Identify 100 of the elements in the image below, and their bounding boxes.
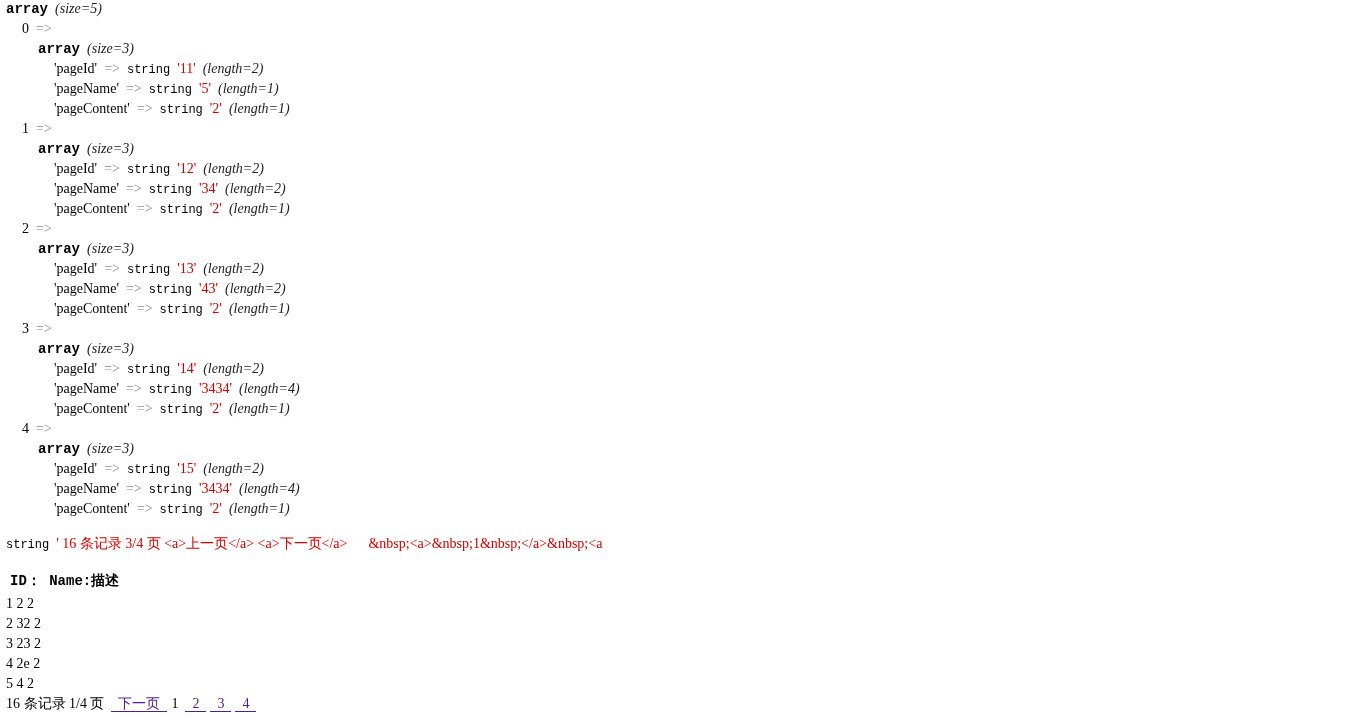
length-note: (length=2) — [203, 260, 264, 278]
key-name: 'pageName' — [54, 480, 119, 498]
pager-text: 16 条记录 1/4 页 — [6, 695, 105, 713]
array-keyword: array — [38, 440, 80, 458]
arrow-operator: => — [104, 460, 120, 478]
length-note: (length=4) — [238, 380, 300, 398]
key-name: 'pageId' — [54, 160, 98, 178]
array-index: 4 — [22, 420, 29, 438]
string-value: '43' — [198, 280, 218, 298]
arrow-operator: => — [125, 480, 142, 498]
arrow-operator: => — [136, 500, 153, 518]
page-link: 2 — [185, 696, 207, 712]
table-row: 2 32 2 — [6, 615, 41, 633]
array-index: 0 — [22, 20, 29, 38]
string-value: '12' — [177, 160, 197, 178]
size-note: (size=3) — [87, 40, 134, 58]
length-note: (length=2) — [224, 280, 286, 298]
string-value: '2' — [209, 300, 222, 318]
string-value: '13' — [177, 260, 197, 278]
length-note: (length=1) — [217, 80, 279, 98]
arrow-operator: => — [136, 100, 153, 118]
type-name: string — [6, 537, 50, 554]
type-name: string — [148, 182, 192, 199]
key-name: 'pageId' — [54, 360, 98, 378]
arrow-operator: => — [104, 260, 120, 278]
type-name: string — [126, 262, 171, 279]
length-note: (length=2) — [224, 180, 286, 198]
key-name: 'pageContent' — [54, 500, 130, 518]
length-note: (length=2) — [203, 460, 264, 478]
array-keyword: array — [38, 140, 80, 158]
size-note: (size=3) — [87, 240, 134, 258]
key-name: 'pageId' — [54, 60, 98, 78]
arrow-operator: => — [36, 120, 52, 138]
string-value: '3434' — [198, 380, 232, 398]
pager-text: 1 — [171, 695, 179, 713]
size-note: (size=3) — [87, 440, 134, 458]
key-name: 'pageContent' — [54, 400, 130, 418]
page-link: 下一页 — [111, 696, 168, 712]
arrow-operator: => — [36, 220, 52, 238]
string-value: '2' — [209, 400, 222, 418]
arrow-operator: => — [36, 20, 52, 38]
type-name: string — [159, 302, 203, 319]
type-name: string — [126, 62, 171, 79]
key-name: 'pageId' — [54, 460, 98, 478]
page-link: 3 — [210, 696, 232, 712]
string-value: '2' — [209, 100, 222, 118]
table-row: 5 4 2 — [6, 675, 34, 693]
arrow-operator: => — [136, 300, 153, 318]
length-note: (length=1) — [228, 300, 290, 318]
size-note: (size=5) — [55, 0, 102, 18]
size-note: (size=3) — [87, 140, 134, 158]
type-name: string — [148, 282, 192, 299]
arrow-operator: => — [36, 320, 52, 338]
type-name: string — [148, 482, 192, 499]
array-keyword: array — [6, 0, 48, 18]
key-name: 'pageContent' — [54, 100, 130, 118]
string-value: '5' — [198, 80, 211, 98]
type-name: string — [159, 502, 203, 519]
table-header: ID： Name:描述 — [10, 572, 120, 590]
type-name: string — [126, 162, 171, 179]
arrow-operator: => — [125, 280, 142, 298]
table-row: 1 2 2 — [6, 595, 34, 613]
size-note: (size=3) — [87, 340, 134, 358]
array-index: 3 — [22, 320, 29, 338]
type-name: string — [159, 202, 203, 219]
string-value: '34' — [198, 180, 218, 198]
table-row: 3 23 2 — [6, 635, 41, 653]
type-name: string — [126, 362, 171, 379]
array-keyword: array — [38, 40, 80, 58]
array-index: 1 — [22, 120, 29, 138]
key-name: 'pageName' — [54, 80, 119, 98]
arrow-operator: => — [104, 360, 120, 378]
arrow-operator: => — [136, 400, 153, 418]
arrow-operator: => — [125, 80, 142, 98]
arrow-operator: => — [104, 160, 120, 178]
string-value: '14' — [177, 360, 197, 378]
length-note: (length=1) — [228, 200, 290, 218]
type-name: string — [148, 82, 192, 99]
type-name: string — [148, 382, 192, 399]
key-name: 'pageContent' — [54, 200, 130, 218]
length-note: (length=1) — [228, 100, 290, 118]
string-value: '2' — [209, 200, 222, 218]
string-value: '15' — [177, 460, 197, 478]
arrow-operator: => — [125, 380, 142, 398]
length-note: (length=2) — [203, 360, 264, 378]
array-keyword: array — [38, 240, 80, 258]
array-index: 2 — [22, 220, 29, 238]
length-note: (length=2) — [202, 60, 264, 78]
arrow-operator: => — [136, 200, 153, 218]
key-name: 'pageName' — [54, 280, 119, 298]
length-note: (length=4) — [238, 480, 300, 498]
string-value: '3434' — [198, 480, 232, 498]
string-value: '2' — [209, 500, 222, 518]
key-name: 'pageName' — [54, 380, 119, 398]
array-keyword: array — [38, 340, 80, 358]
table-row: 4 2e 2 — [6, 655, 41, 673]
type-name: string — [126, 462, 171, 479]
output-string: ' 16 条记录 3/4 页 <a>上一页</a> <a>下一页</a> &nbsp;<a>&nbsp;1&nbsp;</a>&nbsp;<a — [56, 535, 603, 553]
length-note: (length=1) — [228, 400, 290, 418]
length-note: (length=2) — [203, 160, 264, 178]
